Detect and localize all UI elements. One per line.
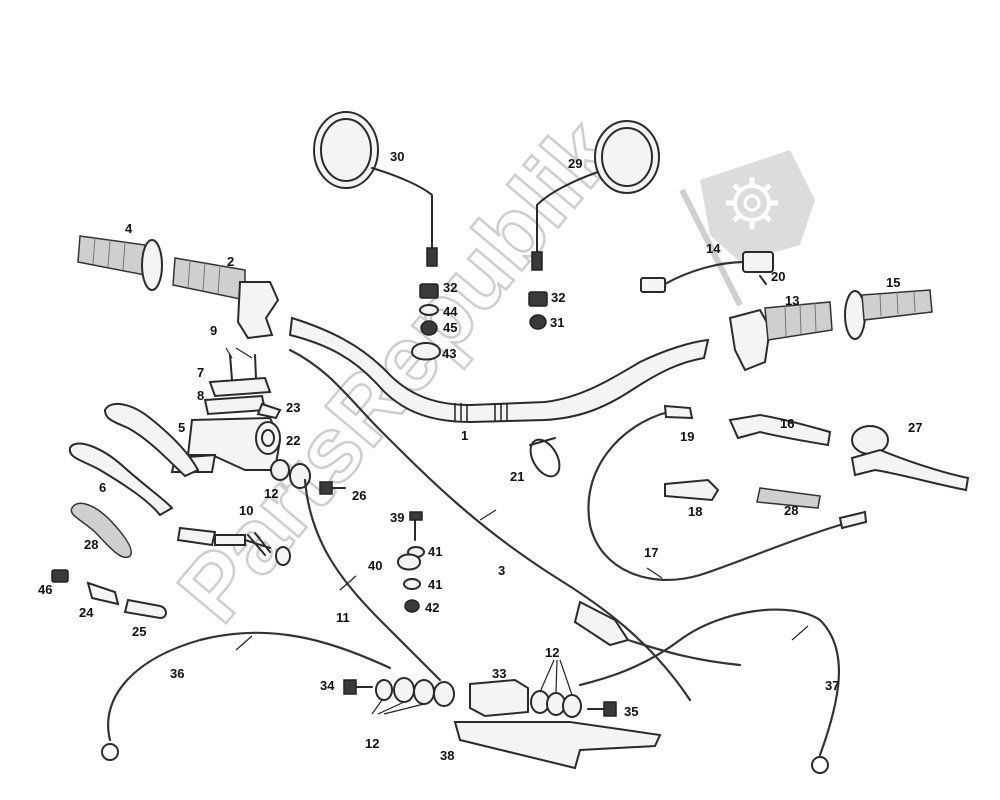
label-part-12-right: 12 <box>545 645 559 660</box>
brake-hose-11 <box>303 478 442 682</box>
label-part-2: 2 <box>227 254 234 269</box>
label-part-12-bottom: 12 <box>365 736 379 751</box>
label-part-44: 44 <box>443 304 458 319</box>
label-part-8: 8 <box>197 388 204 403</box>
label-part-32-left: 32 <box>443 280 457 295</box>
switch-parts-10 <box>176 526 291 566</box>
brake-hose-36 <box>101 631 392 761</box>
label-part-19: 19 <box>680 429 694 444</box>
label-part-33: 33 <box>492 666 506 681</box>
label-part-35: 35 <box>624 704 638 719</box>
label-part-9: 9 <box>210 323 217 338</box>
label-part-31: 31 <box>550 315 564 330</box>
label-part-36: 36 <box>170 666 184 681</box>
label-part-38: 38 <box>440 748 454 763</box>
label-part-20: 20 <box>771 269 785 284</box>
watermark: PartsRepublik <box>158 100 815 642</box>
left-grip-throttle <box>172 257 280 340</box>
lever-cover-28-right <box>756 487 821 509</box>
clamp-21 <box>529 437 561 478</box>
label-part-24: 24 <box>79 605 94 620</box>
part-labels: 1 2 3 4 5 6 7 8 9 10 11 12 12 12 13 14 1… <box>38 149 922 763</box>
brake-hose-37 <box>578 608 841 774</box>
label-part-6: 6 <box>99 480 106 495</box>
label-part-32-right: 32 <box>551 290 565 305</box>
label-part-16: 16 <box>780 416 794 431</box>
label-part-18: 18 <box>688 504 702 519</box>
brake-lever-5 <box>103 402 200 478</box>
label-part-5: 5 <box>178 420 185 435</box>
bracket-38 <box>453 721 662 770</box>
mirror-left <box>313 111 438 267</box>
label-part-21: 21 <box>510 469 524 484</box>
label-part-22: 22 <box>286 433 300 448</box>
mirror-hardware <box>410 283 548 361</box>
switch-18 <box>664 478 720 502</box>
center-hardware <box>396 511 425 613</box>
kill-switch <box>640 251 774 293</box>
lever-cover-28-left <box>70 502 132 559</box>
label-part-7: 7 <box>197 365 204 380</box>
handlebar <box>288 316 710 424</box>
label-part-29: 29 <box>568 156 582 171</box>
label-part-15: 15 <box>886 275 900 290</box>
label-part-41-top: 41 <box>428 544 442 559</box>
label-part-4: 4 <box>125 221 133 236</box>
label-part-39: 39 <box>390 510 404 525</box>
label-part-10: 10 <box>239 503 253 518</box>
label-part-34: 34 <box>320 678 335 693</box>
junction-block-33 <box>469 678 529 718</box>
label-part-23: 23 <box>286 400 300 415</box>
lever-27 <box>850 425 970 492</box>
right-switch-grip <box>728 301 833 372</box>
label-part-40: 40 <box>368 558 382 573</box>
label-part-30: 30 <box>390 149 404 164</box>
label-part-41-bottom: 41 <box>428 577 442 592</box>
label-part-25: 25 <box>132 624 146 639</box>
lever-16 <box>728 413 832 447</box>
label-part-26: 26 <box>352 488 366 503</box>
label-part-37: 37 <box>825 678 839 693</box>
reservoir-cap <box>203 354 272 416</box>
label-part-13: 13 <box>785 293 799 308</box>
label-part-14: 14 <box>706 241 721 256</box>
switch-parts-24-25-46 <box>51 569 167 620</box>
label-part-28-right: 28 <box>784 503 798 518</box>
leader-lines <box>225 347 573 715</box>
label-part-43: 43 <box>442 346 456 361</box>
watermark-gear-icon <box>726 177 778 229</box>
cable-17 <box>587 404 868 582</box>
left-grip-outer <box>77 235 163 291</box>
mirror-right <box>531 120 660 271</box>
label-part-46: 46 <box>38 582 52 597</box>
label-part-27: 27 <box>908 420 922 435</box>
throttle-cable-3 <box>288 348 742 702</box>
label-part-1: 1 <box>461 428 468 443</box>
label-part-12-left: 12 <box>264 486 278 501</box>
label-part-45: 45 <box>443 320 457 335</box>
label-part-3: 3 <box>498 563 505 578</box>
right-grip-outer <box>844 289 933 340</box>
clutch-lever-6 <box>68 442 174 517</box>
label-part-17: 17 <box>644 545 658 560</box>
label-part-11: 11 <box>336 610 350 625</box>
label-part-28-left: 28 <box>84 537 98 552</box>
label-part-42: 42 <box>425 600 439 615</box>
